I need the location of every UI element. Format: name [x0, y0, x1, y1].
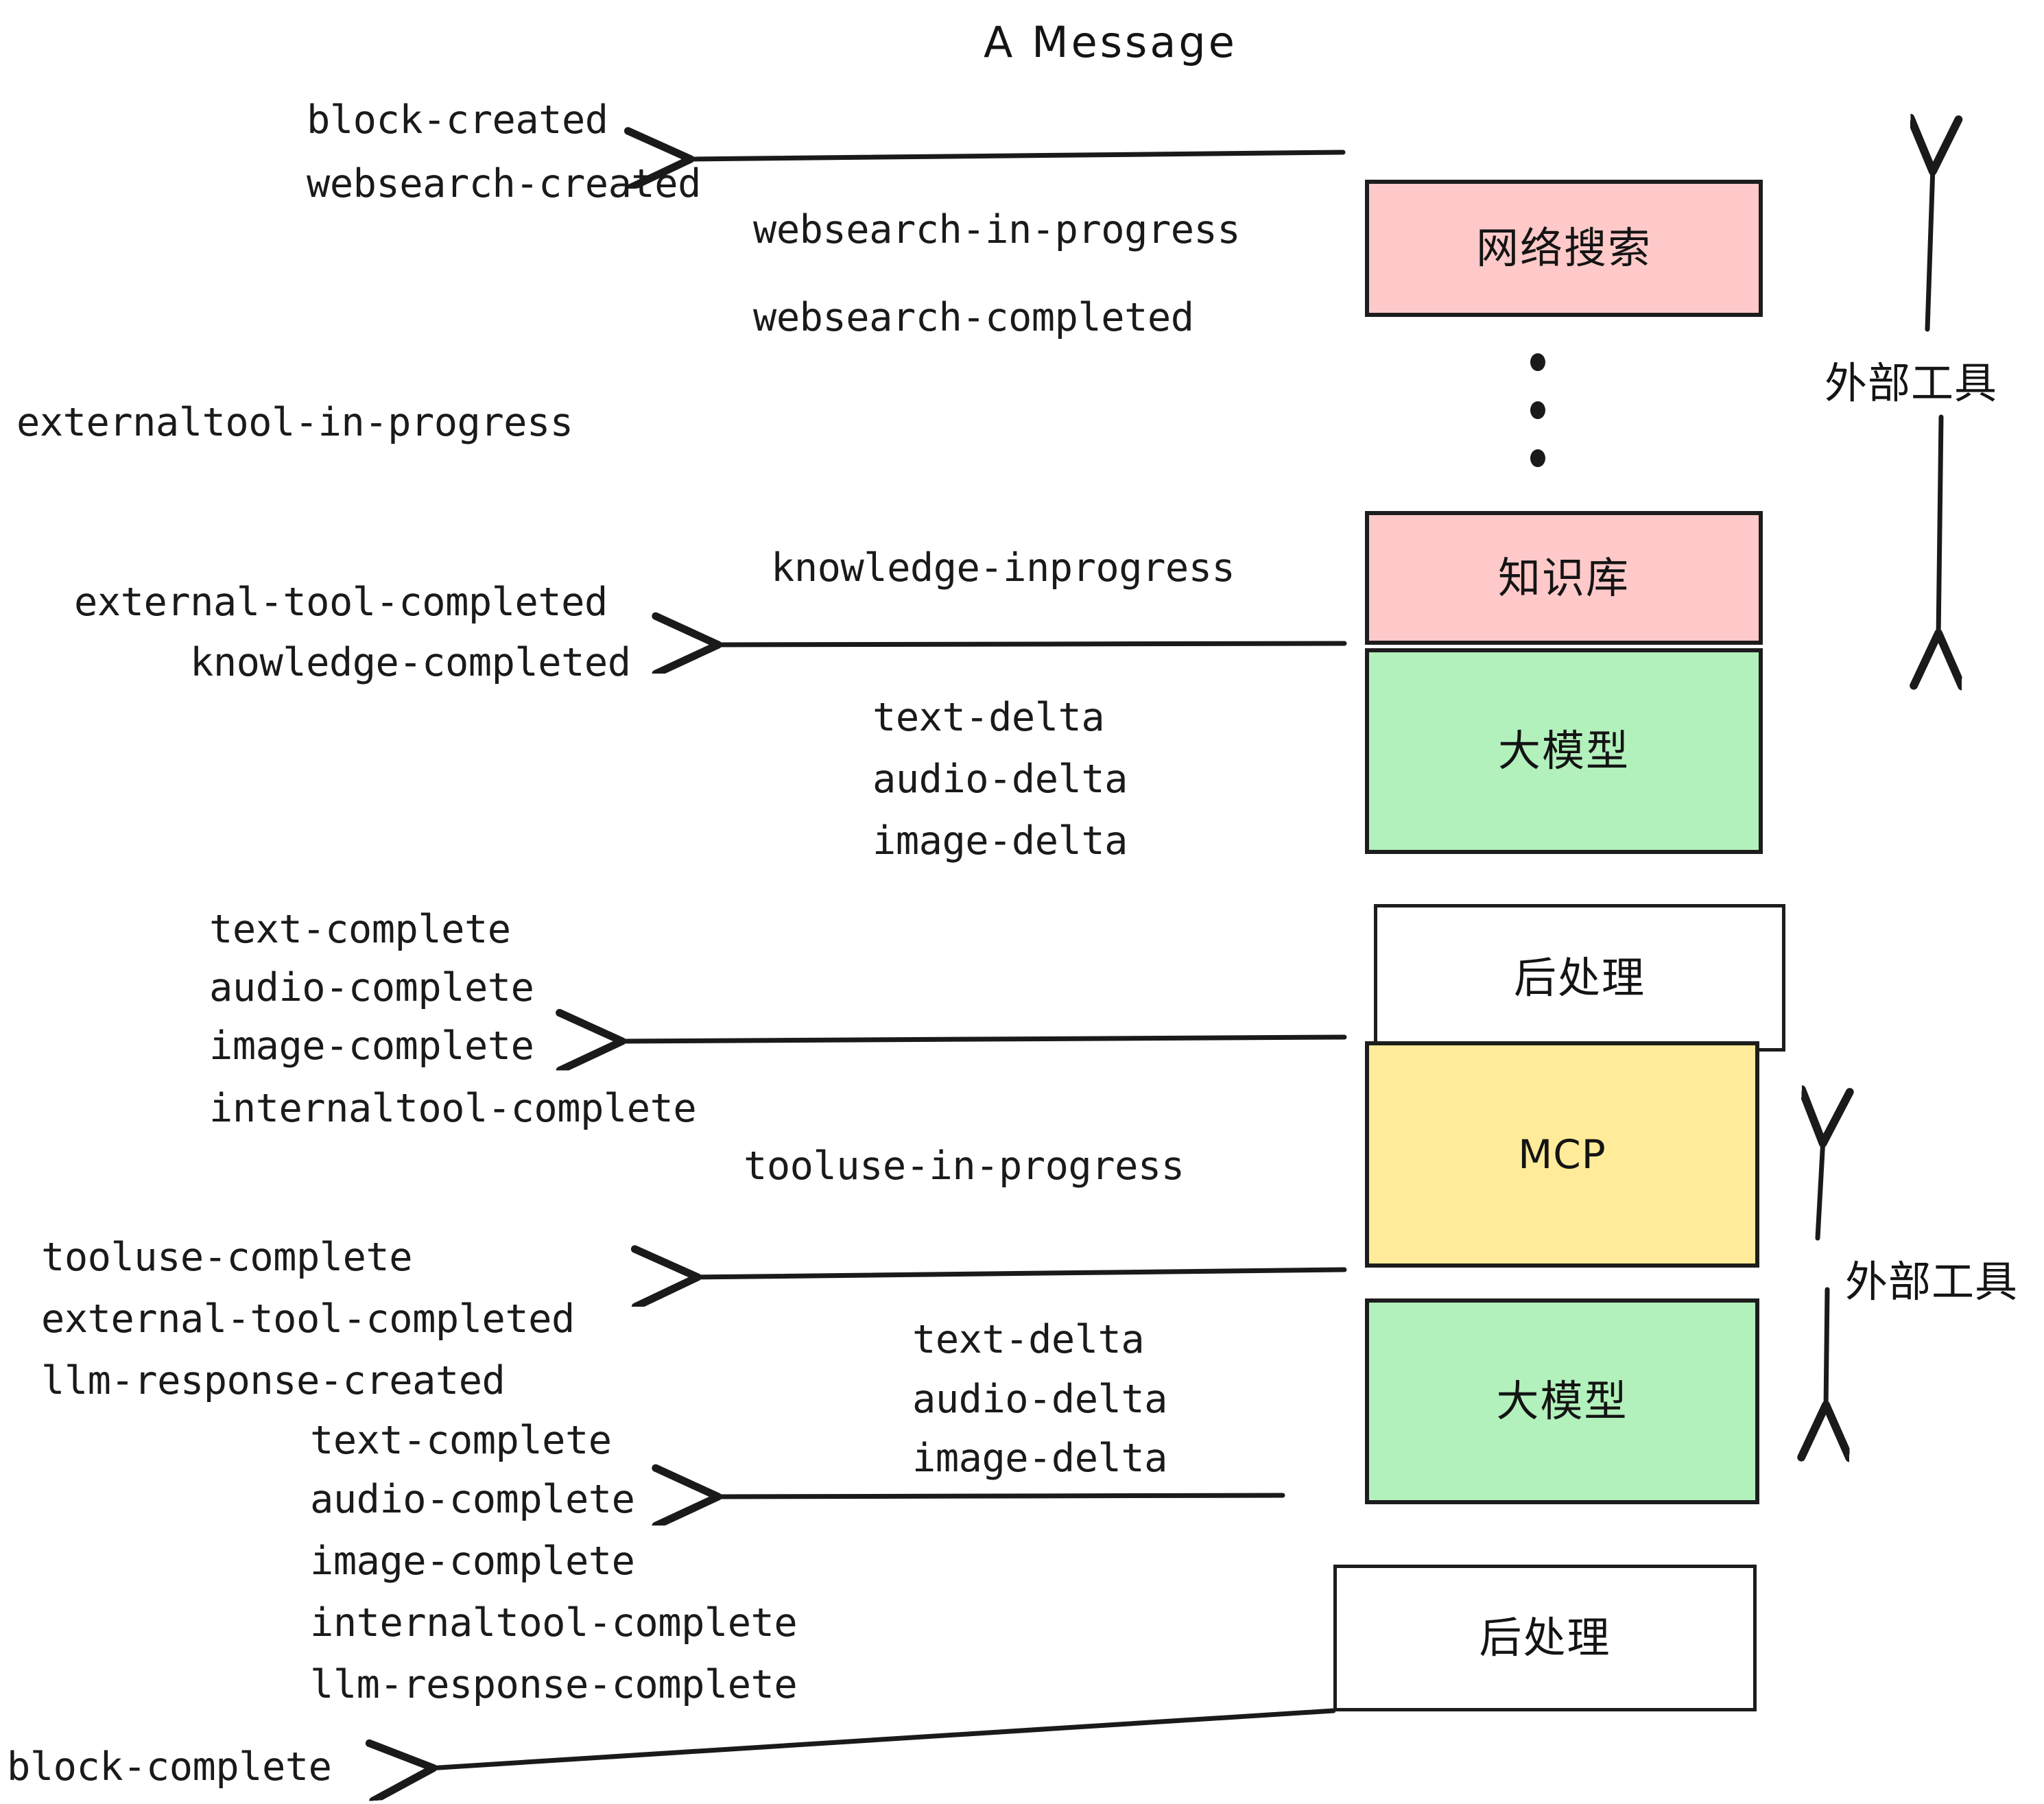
event-text-complete-2: text-complete [310, 1418, 612, 1463]
node-websearch-label: 网络搜索 [1475, 223, 1652, 273]
event-image-delta-1: image-delta [872, 818, 1128, 864]
event-image-complete-1: image-complete [209, 1023, 534, 1069]
event-internaltool-complete-2: internaltool-complete [310, 1600, 798, 1646]
node-llm-2[interactable]: 大模型 [1365, 1298, 1759, 1504]
event-block-created: block-created [307, 97, 608, 143]
event-websearch-created: websearch-created [307, 161, 701, 206]
node-postprocess-2-label: 后处理 [1479, 1613, 1611, 1663]
node-knowledge[interactable]: 知识库 [1365, 511, 1763, 645]
diagram-title: A Message [984, 17, 1237, 67]
event-audio-delta-2: audio-delta [912, 1377, 1168, 1422]
event-llm-response-complete: llm-response-complete [310, 1662, 798, 1707]
event-tooluse-complete: tooluse-complete [41, 1235, 413, 1280]
event-external-tool-completed-2: external-tool-completed [41, 1296, 575, 1342]
node-postprocess-1[interactable]: 后处理 [1374, 904, 1785, 1052]
arrow-external-tools-top-up [1927, 167, 1933, 332]
node-mcp-label: MCP [1518, 1131, 1606, 1178]
node-postprocess-1-label: 后处理 [1513, 952, 1645, 1003]
arrow-external-tools-top-down [1938, 414, 1941, 638]
event-text-delta-2: text-delta [912, 1317, 1145, 1362]
event-text-delta-1: text-delta [872, 695, 1105, 740]
node-llm-1-label: 大模型 [1497, 726, 1630, 776]
event-image-delta-2: image-delta [912, 1436, 1168, 1481]
event-websearch-completed: websearch-completed [753, 295, 1194, 340]
arrow-knowledge-to-completed [713, 643, 1347, 645]
arrow-external-tools-bottom-down [1826, 1287, 1827, 1410]
event-externaltool-in-progress: externaltool-in-progress [16, 400, 573, 445]
arrow-postprocess2-to-blockcomplete [429, 1708, 1336, 1768]
node-websearch[interactable]: 网络搜索 [1365, 180, 1763, 317]
event-knowledge-completed: knowledge-completed [190, 640, 631, 685]
ellipsis-dot-2 [1530, 401, 1545, 419]
event-block-complete: block-complete [7, 1744, 332, 1790]
event-image-complete-2: image-complete [310, 1539, 635, 1584]
event-tooluse-in-progress: tooluse-in-progress [744, 1143, 1185, 1189]
arrow-websearch-to-blockcreated [686, 152, 1346, 159]
arrow-llm2-to-audiocomplete [713, 1495, 1285, 1497]
side-label-external-tools-top: 外部工具 [1825, 358, 1998, 408]
node-llm-2-label: 大模型 [1496, 1376, 1628, 1426]
event-websearch-in-progress: websearch-in-progress [753, 207, 1241, 252]
node-postprocess-2[interactable]: 后处理 [1333, 1565, 1757, 1711]
ellipsis-dot-1 [1530, 353, 1545, 371]
ellipsis-dot-3 [1530, 449, 1545, 467]
event-knowledge-inprogress: knowledge-inprogress [771, 545, 1235, 591]
node-mcp[interactable]: MCP [1365, 1041, 1759, 1268]
event-external-tool-completed-1: external-tool-completed [74, 580, 608, 625]
side-label-external-tools-bottom: 外部工具 [1845, 1257, 2019, 1307]
event-text-complete-1: text-complete [209, 907, 511, 952]
arrow-external-tools-bottom-up [1818, 1139, 1823, 1241]
node-llm-1[interactable]: 大模型 [1365, 648, 1763, 854]
event-llm-response-created: llm-response-created [41, 1358, 506, 1403]
event-audio-complete-2: audio-complete [310, 1477, 635, 1522]
node-knowledge-label: 知识库 [1497, 552, 1630, 603]
event-audio-complete-1: audio-complete [209, 965, 534, 1010]
event-audio-delta-1: audio-delta [872, 757, 1128, 802]
event-internaltool-complete-1: internaltool-complete [209, 1086, 697, 1131]
arrow-postprocess1-to-imagecomplete [617, 1037, 1347, 1041]
arrow-mcp-to-tooluse-complete [693, 1270, 1347, 1277]
